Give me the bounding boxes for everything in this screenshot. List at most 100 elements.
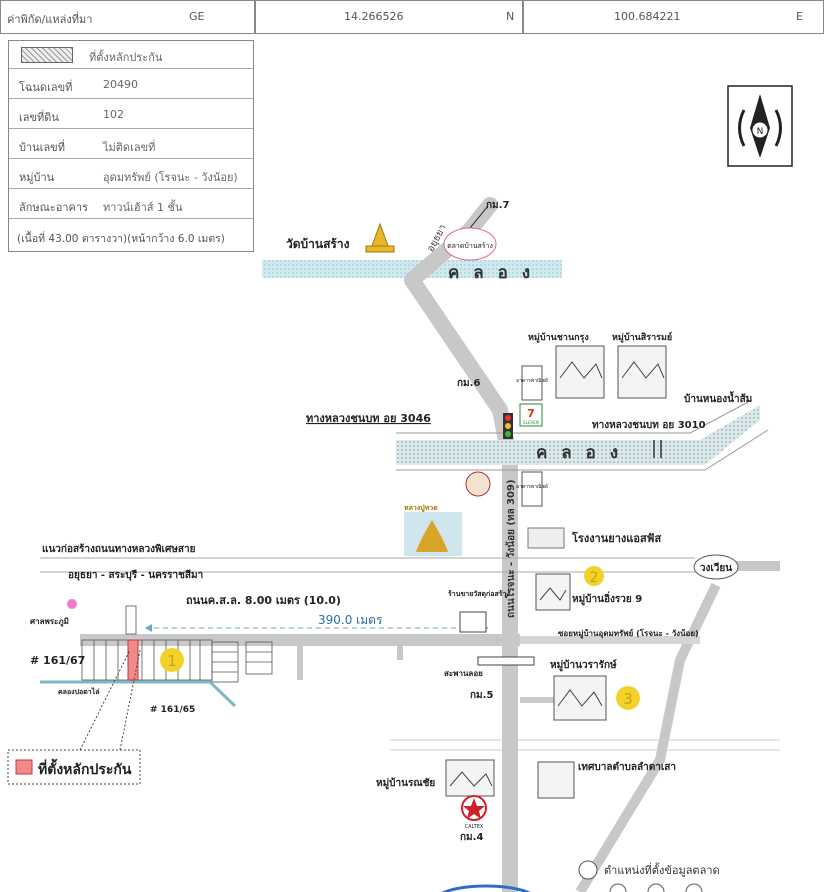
plot-161-67-label: # 161/67 bbox=[30, 654, 85, 667]
house-icon bbox=[535, 573, 571, 611]
km5-label: กม.5 bbox=[470, 690, 493, 701]
factory-icon bbox=[527, 527, 565, 549]
rural-road-3010-label: ทางหลวงชนบท อย 3010 bbox=[592, 420, 706, 431]
info-key: โฉนดเลขที่ bbox=[19, 81, 73, 94]
latitude-dir: N bbox=[506, 10, 515, 23]
village-vararak-label: หมู่บ้านวรารักษ์ bbox=[550, 659, 617, 672]
info-area-row: (เนื้อที่ 43.00 ตารางวา)(หน้ากว้าง 6.0 เ… bbox=[9, 223, 253, 251]
km4-label: กม.4 bbox=[460, 832, 483, 843]
pharmacy-label: อาคารพาณิชย์ bbox=[516, 377, 548, 384]
marker-1-label: 1 bbox=[167, 652, 177, 670]
distance-label: 390.0 เมตร bbox=[318, 613, 383, 627]
coord-source: GE bbox=[189, 10, 205, 23]
seven-eleven-icon: 7 ELEVEN bbox=[519, 403, 543, 427]
road-rojana bbox=[405, 275, 518, 892]
house-icon bbox=[617, 345, 667, 399]
km6-label: กม.6 bbox=[457, 378, 480, 389]
info-key: เลขที่ดิน bbox=[19, 111, 59, 124]
luang-por-label: หลวงปู่ทวด bbox=[404, 504, 438, 513]
market-bubble bbox=[443, 227, 497, 261]
collateral-legend-label: ที่ตั้งหลักประกัน bbox=[38, 758, 132, 778]
shrine-label: ศาลพระภูมิ bbox=[30, 617, 69, 627]
canal-top-label: ค ล อ ง bbox=[448, 263, 534, 283]
roundabout-icon bbox=[693, 554, 739, 580]
info-value: อุดมทรัพย์ (โรจนะ - วังน้อย) bbox=[103, 171, 238, 184]
village-ronnachai-label: หมู่บ้านรณชัย bbox=[376, 777, 435, 790]
drain-label: คลองปอดาไล่ bbox=[58, 687, 100, 696]
seven-eleven-number: 7 bbox=[527, 407, 535, 420]
nong-nam-som-label: บ้านหนองน้ำส้ม bbox=[684, 391, 752, 405]
compass-icon: N bbox=[727, 85, 793, 167]
longitude-value: 100.684221 bbox=[614, 10, 681, 23]
rural-road-3046-label: ทางหลวงชนบท อย 3046 bbox=[306, 412, 431, 425]
info-key: ลักษณะอาคาร bbox=[19, 201, 88, 214]
village-b-label: หมู่บ้านสิรารมย์ bbox=[612, 331, 672, 343]
traffic-light-icon bbox=[503, 413, 513, 439]
buddha-icon bbox=[404, 512, 462, 556]
motorway-line-label: แนวก่อสร้างถนนทางหลวงพิเศษสาย bbox=[42, 543, 196, 555]
road-size-label: ถนนค.ส.ล. 8.00 เมตร (10.0) bbox=[186, 594, 341, 607]
shop-icon bbox=[459, 611, 487, 633]
seven-eleven-text: ELEVEN bbox=[523, 420, 539, 425]
coord-label: ค่าพิกัด/แหล่งที่มา bbox=[7, 13, 93, 26]
collateral-plot bbox=[127, 639, 139, 681]
house-icon bbox=[445, 759, 495, 797]
plot-161-65-label: # 161/65 bbox=[150, 705, 195, 715]
market-label: ตลาดบ้านสร้าง bbox=[447, 242, 493, 250]
roundabout-label: วงเวียน bbox=[700, 562, 732, 574]
collateral-swatch-icon bbox=[15, 759, 33, 775]
motorway-route-label: อยุธยา - สระบุรี - นครราชสีมา bbox=[68, 569, 203, 581]
info-value: 102 bbox=[103, 108, 124, 121]
caltex-label: CALTEX bbox=[465, 824, 484, 830]
marker-2-label: 2 bbox=[590, 570, 599, 586]
rojana-road-label: ถนนโรจนะ - วังน้อย (ทล 309) bbox=[504, 479, 517, 618]
market-data-legend-label: ตำแหน่งที่ตั้งข้อมูลตลาด bbox=[604, 862, 720, 877]
info-value: ทาวน์เฮ้าส์ 1 ชั้น bbox=[103, 201, 183, 214]
marker-3-label: 3 bbox=[623, 690, 633, 708]
info-value: ไม่ติดเลขที่ bbox=[103, 141, 156, 154]
soi-udom-label: ซอยหมู่บ้านอุดมทรัพย์ (โรจนะ - วังน้อย) bbox=[558, 628, 699, 639]
marker-3-icon bbox=[616, 686, 640, 710]
road-roundabout-south bbox=[575, 582, 721, 892]
shop-label: ร้านขายวัสดุก่อสร้าง bbox=[448, 589, 510, 598]
village-9-label: หมู่บ้านอิ่งรวย 9 bbox=[572, 591, 642, 606]
hatch-swatch-icon bbox=[21, 47, 73, 63]
marker-1-icon bbox=[160, 648, 184, 672]
info-value: 20490 bbox=[103, 78, 138, 91]
bridge-label: สะพานลอย bbox=[444, 669, 483, 678]
pharmacy-label-2: อาคารพาณิชย์ bbox=[516, 483, 548, 490]
property-info-panel: ที่ตั้งหลักประกัน โฉนดเลขที่ 20490 เลขที่… bbox=[8, 40, 254, 252]
info-legend-row: ที่ตั้งหลักประกัน bbox=[9, 41, 253, 69]
village-a-label: หมู่บ้านชานกรุง bbox=[528, 332, 589, 343]
road-arrow bbox=[469, 205, 489, 229]
drain-canal bbox=[40, 680, 237, 708]
temple-label: วัดบ้านสร้าง bbox=[286, 237, 350, 251]
municipality-icon bbox=[537, 761, 575, 799]
marker-2-icon bbox=[584, 566, 604, 586]
canal-middle bbox=[396, 405, 760, 465]
longitude-dir: E bbox=[796, 10, 803, 23]
canal-middle-label: ค ล อ ง bbox=[536, 443, 622, 463]
latitude-value: 14.266526 bbox=[344, 10, 404, 23]
compass-letter: N bbox=[757, 127, 764, 137]
market-data-legend-icon bbox=[578, 860, 598, 880]
municipality-label: เทศบาลตำบลลำตาเสา bbox=[578, 761, 676, 773]
info-row: โฉนดเลขที่ 20490 bbox=[9, 71, 253, 99]
coord-label-cell: ค่าพิกัด/แหล่งที่มา GE bbox=[0, 0, 255, 34]
shrine-icon bbox=[67, 599, 77, 609]
house-icon bbox=[555, 345, 605, 399]
canal-top bbox=[262, 260, 562, 278]
info-row: หมู่บ้าน อุดมทรัพย์ (โรจนะ - วังน้อย) bbox=[9, 161, 253, 189]
info-row: เลขที่ดิน 102 bbox=[9, 101, 253, 129]
temple-icon bbox=[365, 222, 395, 253]
info-row: บ้านเลขที่ไม่ติดเลขที่ bbox=[9, 131, 253, 159]
coordinate-header: ค่าพิกัด/แหล่งที่มา GE 14.266526 N 100.6… bbox=[0, 0, 824, 36]
info-legend-label: ที่ตั้งหลักประกัน bbox=[89, 51, 163, 64]
info-area-note: (เนื้อที่ 43.00 ตารางวา)(หน้ากว้าง 6.0 เ… bbox=[17, 233, 225, 245]
info-row: ลักษณะอาคาร ทาวน์เฮ้าส์ 1 ชั้น bbox=[9, 191, 253, 219]
lat-cell: 14.266526 N bbox=[255, 0, 523, 34]
info-key: หมู่บ้าน bbox=[19, 171, 55, 184]
asphalt-plant-label: โรงงานยางแอสฟัส bbox=[571, 531, 661, 545]
